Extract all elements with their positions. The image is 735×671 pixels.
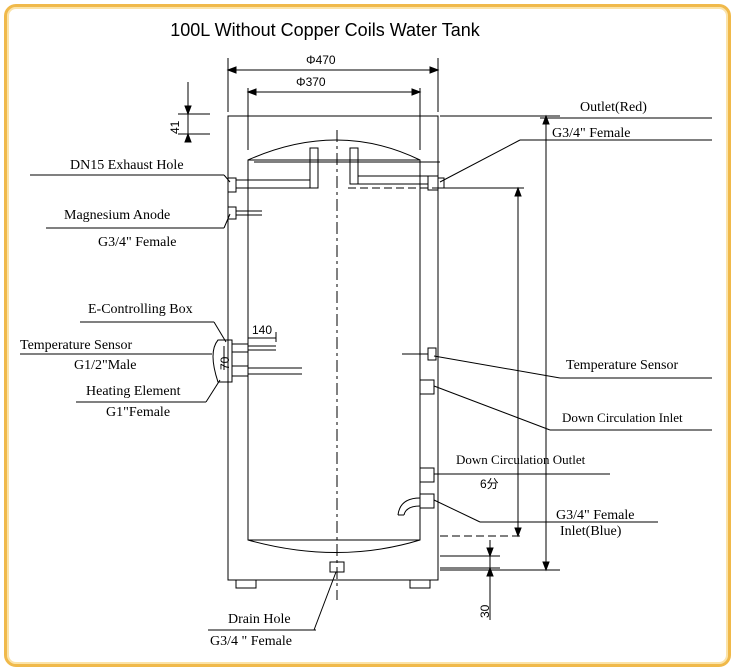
label-magnesium-anode: Magnesium Anode (64, 208, 171, 223)
label-heating-spec: G1"Female (106, 405, 171, 420)
dim-outlet-size: 6分 (480, 477, 499, 491)
label-inlet-spec: G3/4" Female (556, 508, 635, 523)
label-magnesium-spec: G3/4" Female (98, 235, 177, 250)
label-heating-element: Heating Element (86, 384, 181, 399)
label-down-circulation-inlet: Down Circulation Inlet (562, 410, 683, 425)
label-down-circulation-outlet: Down Circulation Outlet (456, 452, 586, 467)
dim-top-gap: 41 (168, 120, 182, 134)
dim-outer-diameter: Φ470 (306, 53, 336, 67)
dim-inner-diameter: Φ370 (296, 75, 326, 89)
label-outlet-spec: G3/4" Female (552, 126, 631, 141)
label-temp-sensor-right: Temperature Sensor (566, 358, 679, 373)
label-drain-hole: Drain Hole (228, 612, 291, 627)
dim-element-length: 140 (252, 323, 273, 337)
label-e-controlling-box: E-Controlling Box (88, 302, 193, 317)
label-inlet-blue: Inlet(Blue) (560, 524, 622, 539)
label-outlet-red: Outlet(Red) (580, 100, 647, 115)
diagram-title: 100L Without Copper Coils Water Tank (170, 20, 480, 40)
label-temp-sensor-left-spec: G1/2"Male (74, 358, 137, 373)
label-temp-sensor-left: Temperature Sensor (20, 338, 133, 353)
label-drain-spec: G3/4 " Female (210, 634, 292, 649)
dim-element-gap: 70 (218, 356, 232, 370)
dim-bottom-gap: 30 (478, 604, 492, 618)
label-exhaust-hole: DN15 Exhaust Hole (70, 158, 184, 173)
diagram-frame (4, 4, 731, 667)
